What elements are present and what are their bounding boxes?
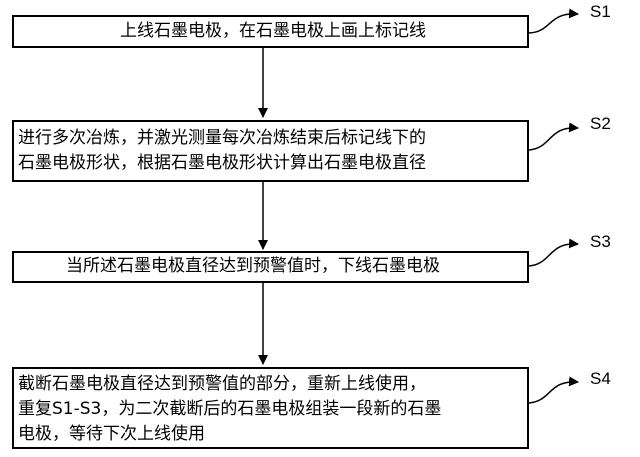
leader-s4 bbox=[528, 376, 579, 404]
step-label-s1: S1 bbox=[590, 2, 611, 21]
step-label-s3: S3 bbox=[590, 232, 611, 251]
step-box-s1 bbox=[12, 15, 529, 48]
leader-s1 bbox=[528, 8, 579, 34]
step-text-s4: 截断石墨电极直径达到预警值的部分，重新上线使用， 重复S1-S3，为二次截断后的… bbox=[18, 374, 442, 444]
step-box-s4 bbox=[12, 367, 529, 449]
step-box-s3 bbox=[12, 251, 529, 283]
leader-s3 bbox=[528, 238, 579, 267]
leader-s2 bbox=[528, 122, 579, 151]
step-box-s2 bbox=[12, 120, 529, 182]
step-text-s2: 进行多次冶炼，并激光测量每次冶炼结束后标记线下的 石墨电极形状，根据石墨电极形状… bbox=[18, 128, 426, 173]
step-label-s4: S4 bbox=[590, 369, 611, 388]
step-text-s1: 上线石墨电极，在石墨电极上画上标记线 bbox=[120, 21, 426, 41]
step-label-s2: S2 bbox=[590, 114, 611, 133]
step-text-s3: 当所述石墨电极直径达到预警值时，下线石墨电极 bbox=[66, 256, 440, 276]
